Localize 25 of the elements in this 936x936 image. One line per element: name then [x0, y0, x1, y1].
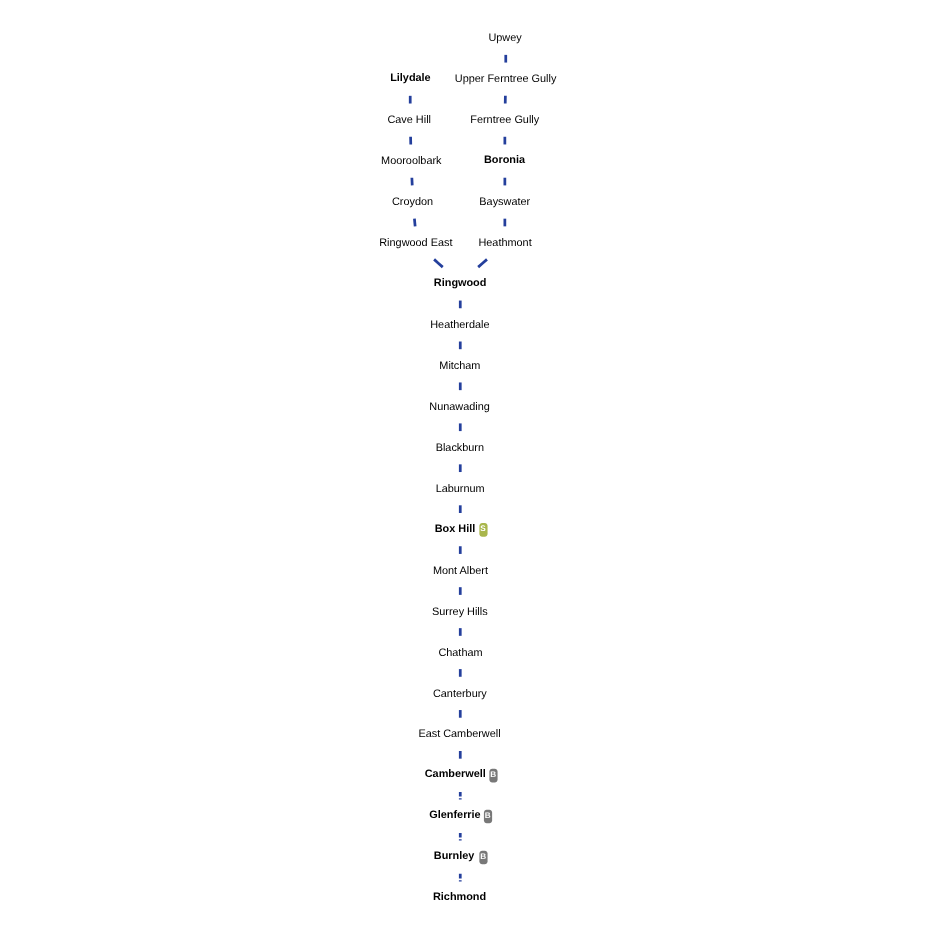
connector: [458, 832, 462, 841]
connector: [413, 218, 417, 227]
connector: [458, 464, 462, 473]
connector: [458, 300, 462, 309]
connector: [458, 751, 462, 759]
connector: [409, 136, 413, 145]
connector: [458, 423, 462, 432]
connector: [433, 258, 444, 269]
connector: [458, 710, 462, 718]
connector: [504, 54, 508, 63]
connector: [458, 669, 462, 677]
connector: [503, 136, 507, 145]
connector: [503, 218, 507, 227]
connector: [458, 628, 462, 636]
connector: [458, 382, 462, 391]
connector: [458, 873, 462, 882]
connector: [503, 95, 507, 104]
connector: [477, 258, 488, 269]
connector: [458, 587, 462, 595]
connector: [408, 95, 412, 104]
connector: [458, 791, 462, 800]
connector: [458, 546, 462, 554]
connector: [503, 177, 507, 186]
connector: [458, 505, 462, 513]
connector: [458, 341, 462, 350]
